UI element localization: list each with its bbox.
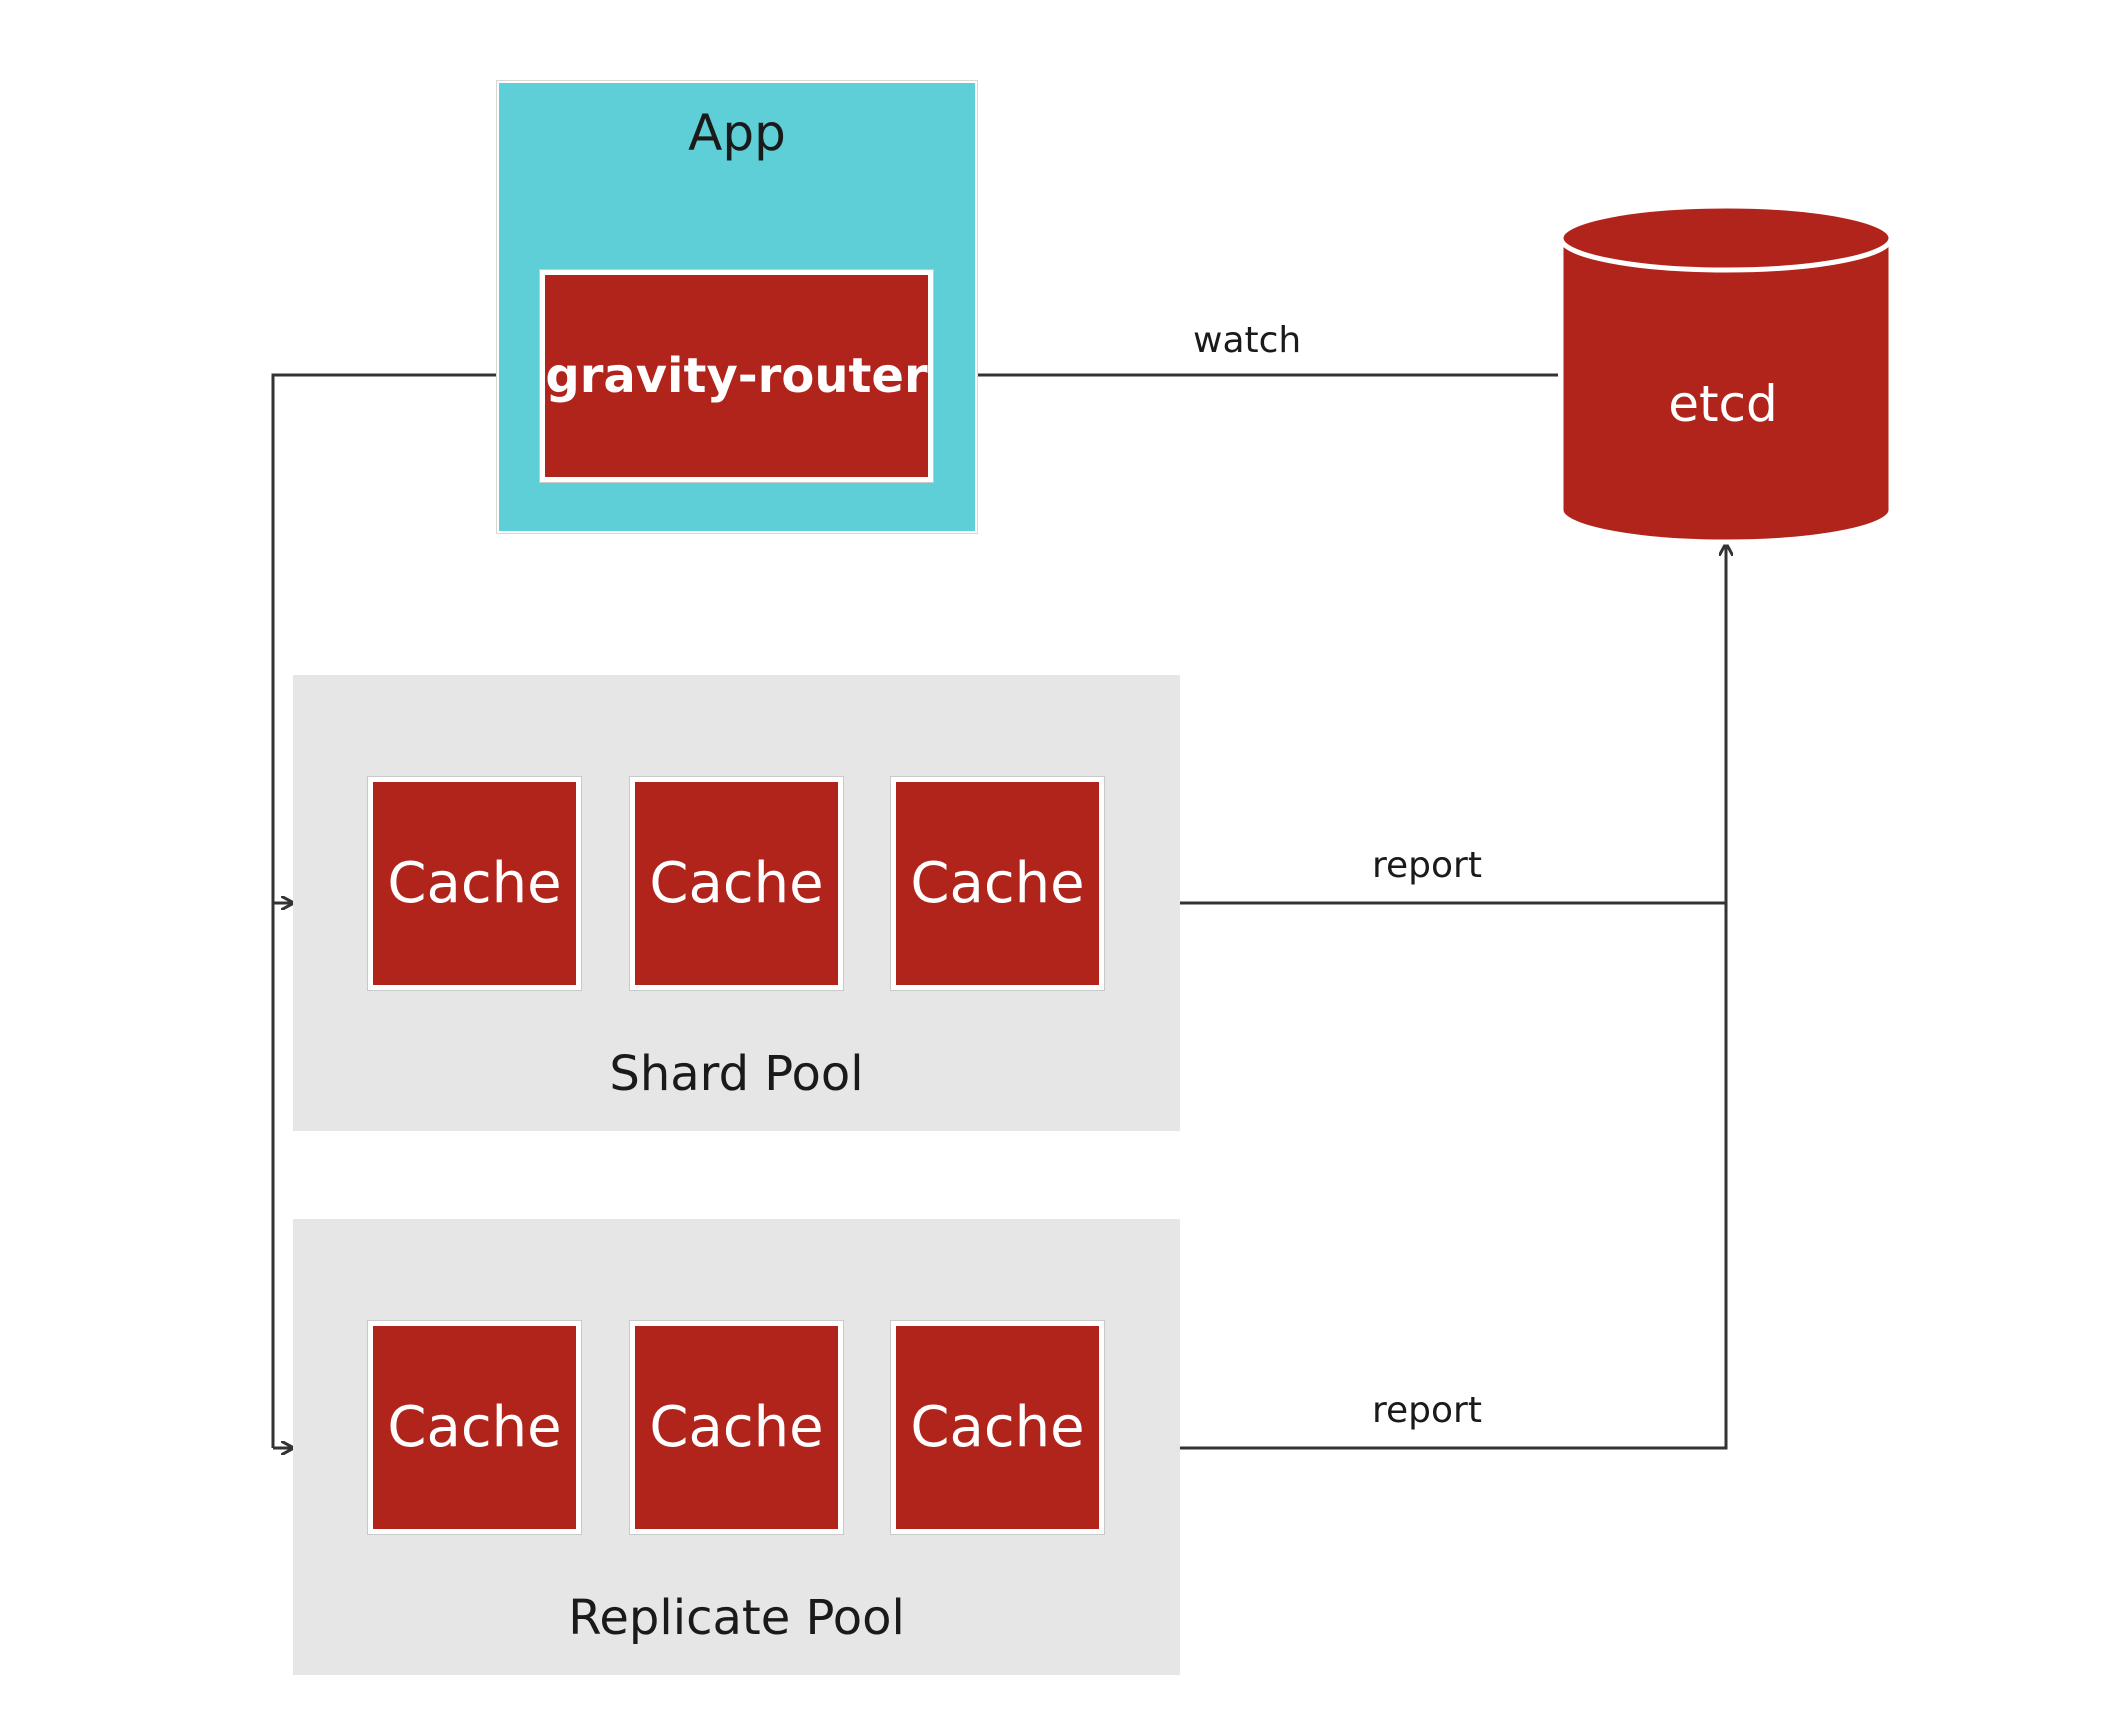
shard-cache-node: Cache	[368, 777, 581, 990]
app-title: App	[688, 104, 786, 162]
replicate-cache-node: Cache	[368, 1321, 581, 1534]
shard-pool-label: Shard Pool	[609, 1046, 864, 1102]
replicate-report-connector	[1180, 544, 1726, 1450]
shard-report-label: report	[1372, 845, 1482, 886]
replicate-report-label: report	[1372, 1390, 1482, 1431]
etcd-cylinder	[1558, 203, 1894, 545]
etcd-label: etcd	[1668, 375, 1778, 433]
replicate-pool-label: Replicate Pool	[568, 1590, 905, 1646]
shard-cache-node: Cache	[891, 777, 1104, 990]
replicate-cache-node: Cache	[891, 1321, 1104, 1534]
replicate-cache-node: Cache	[630, 1321, 843, 1534]
shard-cache-node: Cache	[630, 777, 843, 990]
watch-label: watch	[1193, 320, 1302, 361]
gravity-router-node: gravity-router	[540, 270, 933, 482]
router-to-pools-connector	[271, 373, 540, 1448]
